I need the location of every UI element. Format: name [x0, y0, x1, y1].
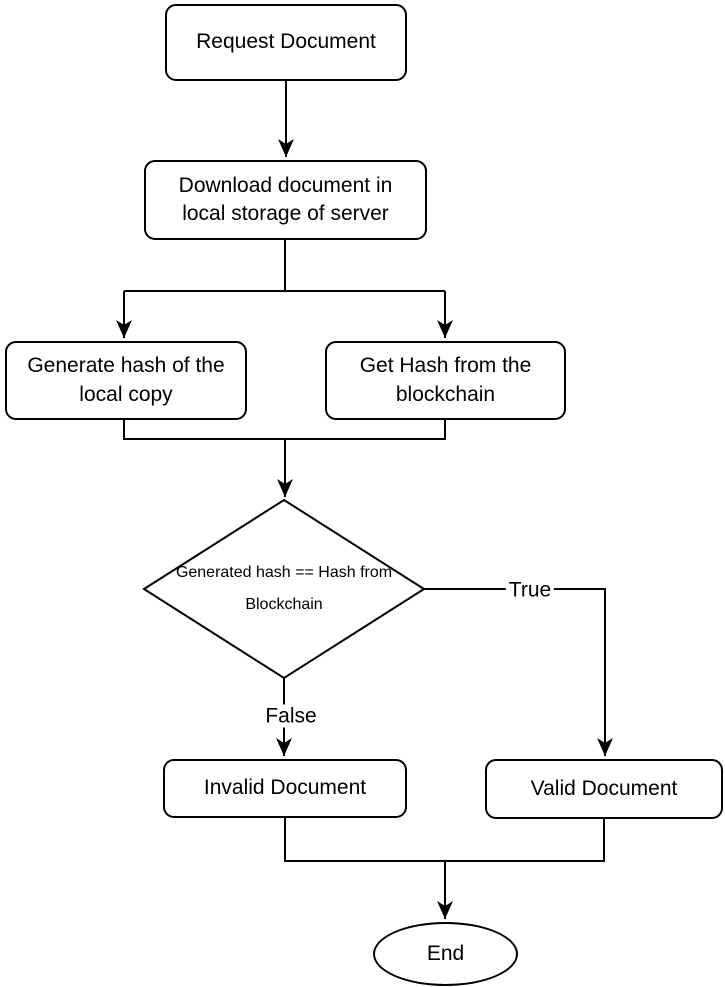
edge-hash-merge: [123, 420, 446, 440]
edge-download-split: [124, 240, 445, 292]
node-download-document: Download document in local storage of se…: [144, 160, 427, 240]
decision-diamond-shape: [142, 498, 426, 680]
edge-label-true: True: [505, 578, 555, 602]
edge-decision-true: [424, 588, 613, 756]
node-request-document: Request Document: [165, 4, 407, 81]
node-invalid-document: Invalid Document: [163, 759, 407, 818]
edge-result-merge: [284, 818, 605, 862]
node-end-terminator: End: [373, 922, 518, 986]
edge-label-false: False: [262, 704, 320, 728]
node-valid-document: Valid Document: [485, 759, 723, 819]
node-generate-hash: Generate hash of the local copy: [5, 341, 247, 420]
node-get-hash-blockchain: Get Hash from the blockchain: [325, 341, 566, 420]
